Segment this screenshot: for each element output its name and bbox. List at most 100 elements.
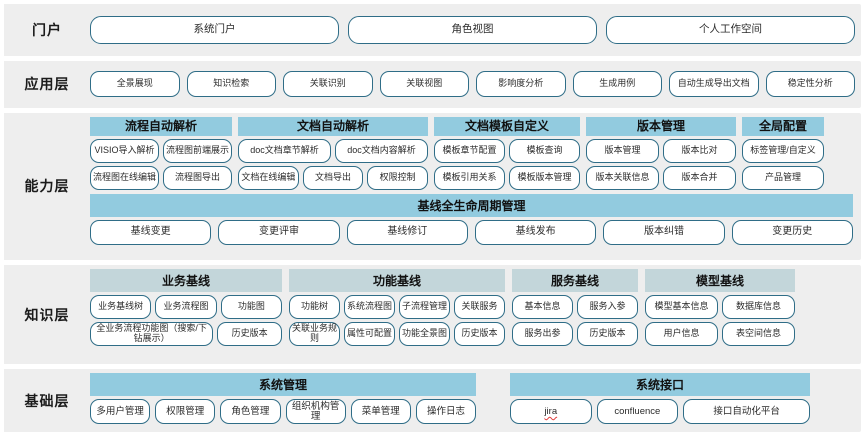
portal-item-system-portal[interactable]: 系统门户 [90,15,339,44]
know-item-configurable-attributes[interactable]: 属性可配置 [344,321,395,346]
group-row: 版本管理 版本比对 [586,138,736,163]
group-row: 标签管理/自定义 [742,138,824,163]
group-row: 基本信息 服务入参 [512,294,638,319]
foundation-group-system-mgmt: 系统管理 多用户管理 权限管理 角色管理 组织机构管理 菜单管理 操作日志 [90,373,477,425]
baseline-item-change-review[interactable]: 变更评审 [218,219,340,245]
cap-item-product-mgmt[interactable]: 产品管理 [742,165,824,190]
group-title-system-mgmt: 系统管理 [90,373,476,397]
group-title-function-baseline: 功能基线 [289,268,505,292]
cap-item-doc-chapter-parse[interactable]: doc文档章节解析 [238,138,331,163]
layer-label-application: 应用层 [4,60,90,108]
know-item-function-diagram[interactable]: 功能图 [220,294,282,319]
cap-item-flowchart-online-edit[interactable]: 流程图在线编辑 [90,165,159,190]
know-item-system-flowchart[interactable]: 系统流程图 [344,294,395,319]
baseline-lifecycle-row: 基线变更 变更评审 基线修订 基线发布 版本纠错 变更历史 [90,219,853,245]
know-item-related-business-rule[interactable]: 关联业务规则 [289,321,340,346]
know-item-service-input-params[interactable]: 服务入参 [577,294,638,319]
portal-item-role-view[interactable]: 角色视图 [348,15,597,44]
know-item-history-version-function[interactable]: 历史版本 [454,321,505,346]
found-item-permission-mgmt[interactable]: 权限管理 [155,399,216,425]
capability-group-process-parse: 流程自动解析 VISIO导入解析 流程图前端展示 流程图在线编辑 流程图导出 [90,116,232,190]
baseline-item-release[interactable]: 基线发布 [474,219,597,245]
group-title-global-config: 全局配置 [742,116,824,136]
cap-item-version-mgmt[interactable]: 版本管理 [586,138,659,163]
group-title-version-mgmt: 版本管理 [586,116,736,136]
cap-item-doc-export[interactable]: 文档导出 [302,165,364,190]
cap-item-flowchart-frontend-display[interactable]: 流程图前端展示 [163,138,232,163]
cap-item-doc-content-parse[interactable]: doc文档内容解析 [335,138,428,163]
found-item-role-mgmt[interactable]: 角色管理 [220,399,281,425]
group-title-process-parse: 流程自动解析 [90,116,232,136]
know-item-model-basic-info[interactable]: 模型基本信息 [645,294,718,319]
found-item-jira[interactable]: jira [510,399,592,425]
found-item-org-structure-mgmt[interactable]: 组织机构管理 [285,399,346,425]
baseline-item-version-correction[interactable]: 版本纠错 [603,219,725,245]
group-row: 功能树 系统流程图 子流程管理 关联服务 [289,294,505,319]
know-item-full-business-flow-function-diagram[interactable]: 全业务流程功能图（搜索/下钻展示） [90,321,214,346]
app-item-auto-export-doc[interactable]: 自动生成导出文档 [669,71,759,98]
app-item-relation-recognition[interactable]: 关联识别 [283,71,373,98]
app-item-panorama[interactable]: 全景展现 [90,71,180,98]
cap-item-flowchart-export[interactable]: 流程图导出 [163,165,232,190]
app-item-generate-cases[interactable]: 生成用例 [572,71,662,98]
baseline-lifecycle-block: 基线全生命周期管理 基线变更 变更评审 基线修订 基线发布 版本纠错 变更历史 [90,193,853,245]
group-title-model-baseline: 模型基线 [645,268,795,292]
layer-label-portal: 门户 [4,4,90,56]
cap-item-template-version-mgmt[interactable]: 模板版本管理 [509,165,580,190]
group-row: doc文档章节解析 doc文档内容解析 [238,138,428,163]
app-item-knowledge-search[interactable]: 知识检索 [186,71,276,98]
layer-portal: 门户 系统门户 角色视图 个人工作空间 [4,4,861,56]
layer-foundation: 基础层 系统管理 多用户管理 权限管理 角色管理 组织机构管理 菜单管理 操作日… [4,369,861,432]
know-item-history-version-business[interactable]: 历史版本 [217,321,282,346]
know-item-tablespace-info[interactable]: 表空间信息 [722,321,795,346]
know-item-service-output-params[interactable]: 服务出参 [512,321,573,346]
layer-label-knowledge: 知识层 [4,264,90,365]
found-item-interface-automation-platform[interactable]: 接口自动化平台 [683,399,811,425]
know-item-business-baseline-tree[interactable]: 业务基线树 [90,294,152,319]
cap-item-visio-import-parse[interactable]: VISIO导入解析 [90,138,159,163]
layer-knowledge-body: 业务基线 业务基线树 业务流程图 功能图 全业务流程功能图（搜索/下钻展示） 历… [90,265,861,365]
know-item-database-info[interactable]: 数据库信息 [722,294,795,319]
layer-portal-body: 系统门户 角色视图 个人工作空间 [90,4,861,56]
app-item-stability-analysis[interactable]: 稳定性分析 [765,71,855,98]
group-row: 用户信息 表空间信息 [645,321,795,346]
group-row: 关联业务规则 属性可配置 功能全景图 历史版本 [289,321,505,346]
cap-item-tag-mgmt-custom[interactable]: 标签管理/自定义 [742,138,824,163]
cap-item-version-merge[interactable]: 版本合并 [663,165,736,190]
cap-item-version-compare[interactable]: 版本比对 [663,138,736,163]
group-row: 业务基线树 业务流程图 功能图 [90,294,282,319]
capability-group-doc-parse: 文档自动解析 doc文档章节解析 doc文档内容解析 文档在线编辑 文档导出 权… [238,116,429,190]
layer-application-body: 全景展现 知识检索 关联识别 关联视图 影响度分析 生成用例 自动生成导出文档 … [90,61,861,108]
know-item-subprocess-mgmt[interactable]: 子流程管理 [399,294,450,319]
know-item-history-version-service[interactable]: 历史版本 [577,321,638,346]
found-item-menu-mgmt[interactable]: 菜单管理 [350,399,411,425]
found-item-confluence[interactable]: confluence [596,399,679,425]
know-item-function-tree[interactable]: 功能树 [289,294,340,319]
found-item-multi-user-mgmt[interactable]: 多用户管理 [90,399,151,425]
cap-item-template-reference-relation[interactable]: 模板引用关系 [434,165,505,190]
baseline-item-change-history[interactable]: 变更历史 [731,219,853,245]
baseline-item-change[interactable]: 基线变更 [90,219,212,245]
baseline-item-revision[interactable]: 基线修订 [346,219,468,245]
group-row: 多用户管理 权限管理 角色管理 组织机构管理 菜单管理 操作日志 [90,399,477,425]
know-item-function-panorama[interactable]: 功能全景图 [399,321,450,346]
cap-item-doc-online-edit[interactable]: 文档在线编辑 [238,165,299,190]
know-item-user-info[interactable]: 用户信息 [645,321,718,346]
know-item-related-service[interactable]: 关联服务 [454,294,505,319]
capability-group-version-mgmt: 版本管理 版本管理 版本比对 版本关联信息 版本合并 [586,116,736,190]
know-item-basic-info[interactable]: 基本信息 [512,294,573,319]
app-item-impact-analysis[interactable]: 影响度分析 [476,71,566,98]
cap-item-version-relation-info[interactable]: 版本关联信息 [586,165,659,190]
app-item-relation-view[interactable]: 关联视图 [379,71,469,98]
cap-item-permission-control[interactable]: 权限控制 [367,165,429,190]
layer-knowledge: 知识层 业务基线 业务基线树 业务流程图 功能图 全业务流程功能图（搜索/下钻展… [4,264,861,365]
cap-item-template-chapter-config[interactable]: 模板章节配置 [434,138,505,163]
cap-item-template-query[interactable]: 模板查询 [509,138,580,163]
know-item-business-flowchart[interactable]: 业务流程图 [155,294,217,319]
group-row: jira confluence 接口自动化平台 [510,399,811,425]
group-title-service-baseline: 服务基线 [512,268,638,292]
group-row: VISIO导入解析 流程图前端展示 [90,138,232,163]
portal-item-personal-workspace[interactable]: 个人工作空间 [606,15,855,44]
found-item-operation-log[interactable]: 操作日志 [415,399,477,425]
